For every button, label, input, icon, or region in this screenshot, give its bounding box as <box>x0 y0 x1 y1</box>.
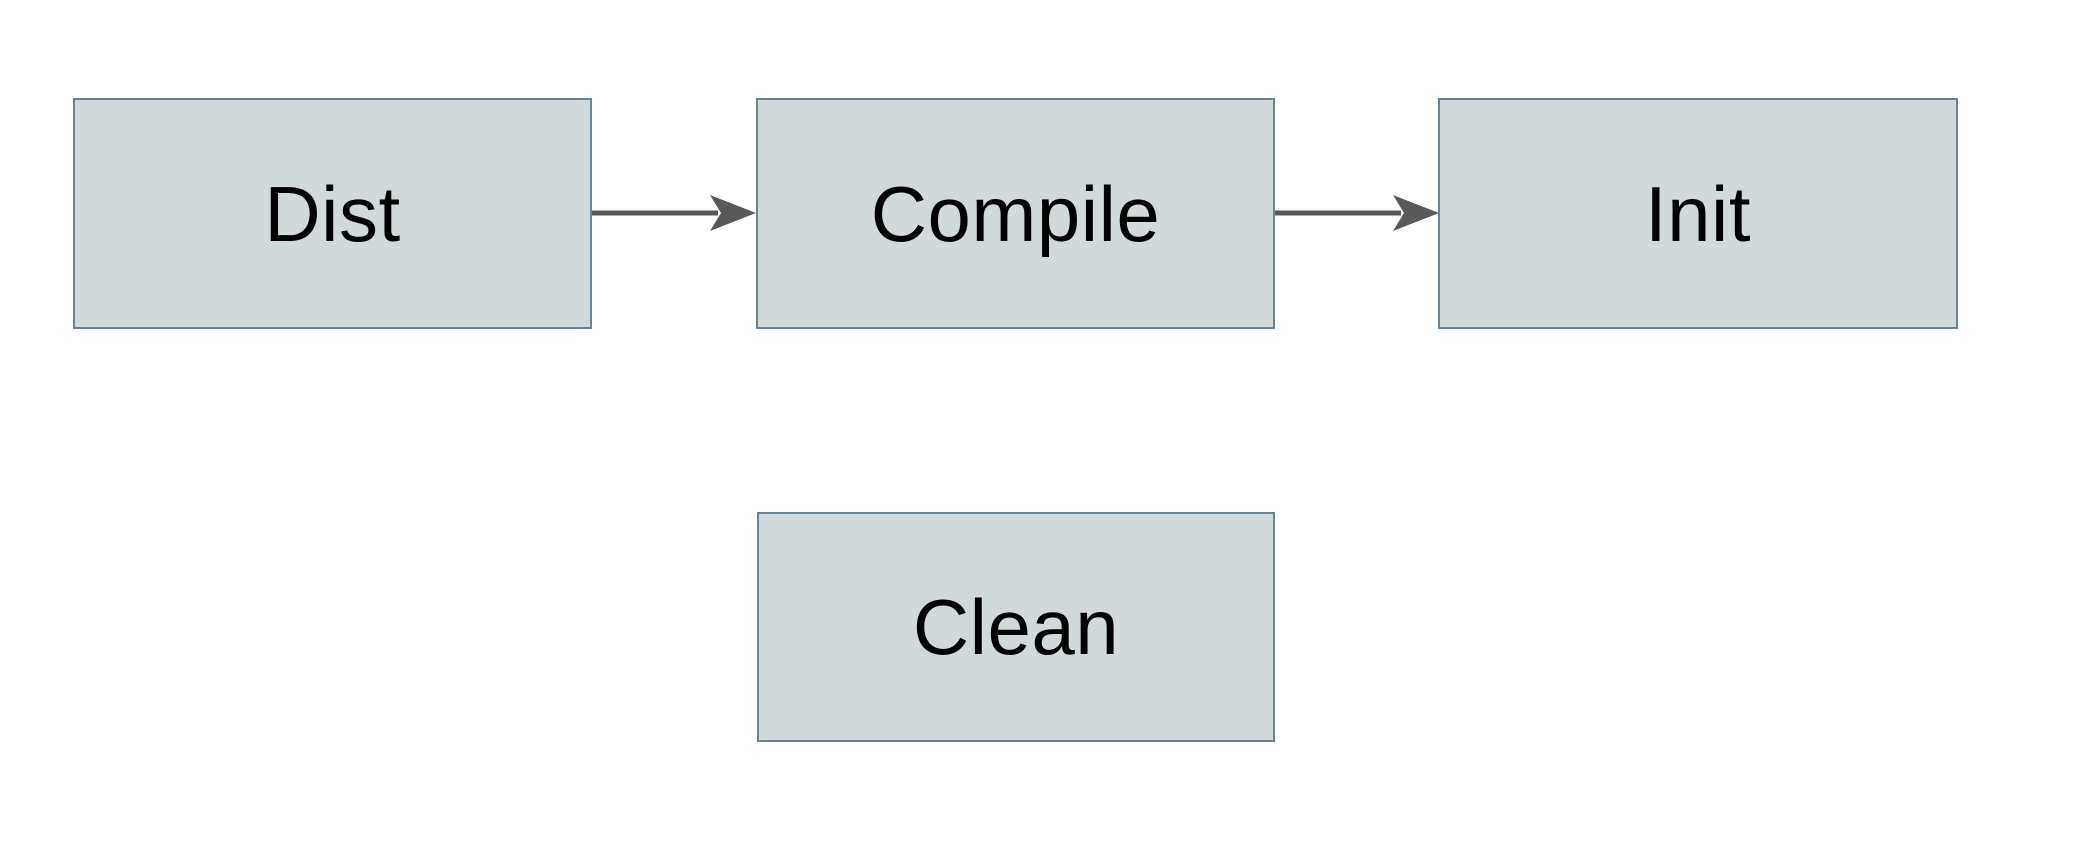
node-dist[interactable]: Dist <box>73 98 592 329</box>
node-compile[interactable]: Compile <box>756 98 1275 329</box>
node-dist-label: Dist <box>264 169 401 258</box>
node-clean-label: Clean <box>912 583 1120 671</box>
node-clean[interactable]: Clean <box>757 512 1275 742</box>
node-init-label: Init <box>1644 169 1752 258</box>
node-init[interactable]: Init <box>1438 98 1958 329</box>
node-compile-label: Compile <box>870 169 1161 258</box>
arrow-dist-to-compile-icon <box>592 191 756 235</box>
arrow-compile-to-init-icon <box>1275 191 1439 235</box>
